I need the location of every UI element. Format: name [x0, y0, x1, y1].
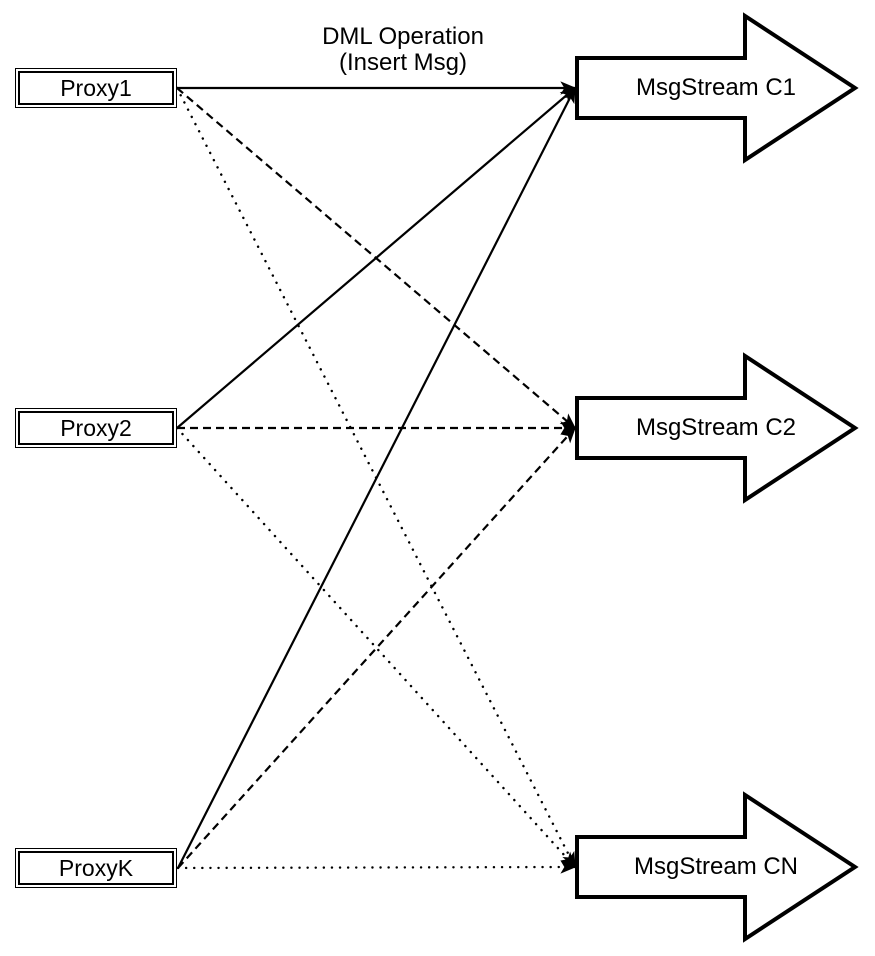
- msgstream-c1-arrow-shape: [575, 12, 859, 164]
- edge-proxy1-to-cn: [175, 86, 577, 869]
- msgstream-c1-label: MsgStream C1: [635, 74, 797, 101]
- edge-proxyk-to-c2: [177, 427, 576, 869]
- dml-operation-annotation-line2: (Insert Msg): [338, 49, 467, 76]
- proxyk-label: ProxyK: [18, 851, 174, 885]
- msgstream-cn-arrow-shape: [575, 791, 859, 943]
- edge-proxy2-to-cn: [175, 426, 577, 869]
- msgstream-c2-label: MsgStream C2: [635, 414, 797, 441]
- edge-proxy1-to-c2: [176, 87, 577, 429]
- dml-operation-annotation-line1: DML Operation: [322, 23, 484, 50]
- msgstream-c2-arrow-shape: [575, 352, 859, 504]
- msgstream-cn-label: MsgStream CN: [633, 853, 799, 880]
- proxy1-box: Proxy1: [15, 68, 177, 108]
- proxy2-box: Proxy2: [15, 408, 177, 448]
- proxy1-label: Proxy1: [18, 71, 174, 105]
- dml-operation-annotation: DML Operation (Insert Msg): [280, 24, 526, 76]
- edge-proxyk-to-cn: [176, 860, 577, 874]
- proxyk-box: ProxyK: [15, 848, 177, 888]
- proxy2-label: Proxy2: [18, 411, 174, 445]
